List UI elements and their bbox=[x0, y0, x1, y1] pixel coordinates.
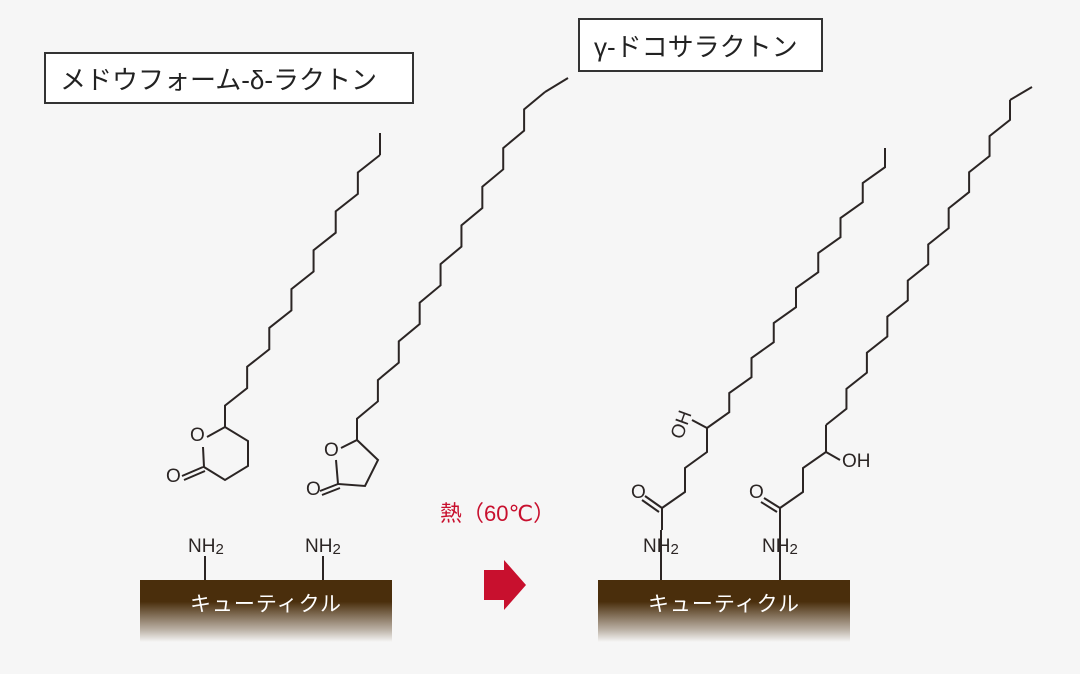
amide-carbonyl bbox=[760, 501, 778, 513]
carbonyl-oxygen-label: O bbox=[166, 466, 181, 487]
carbonyl-oxygen-label: O bbox=[306, 479, 321, 500]
amine-label: NH2 bbox=[305, 536, 341, 558]
amide-lower-chain bbox=[779, 425, 827, 509]
ring-oxygen-label: O bbox=[324, 440, 339, 461]
amide-carbonyl bbox=[641, 499, 660, 513]
delta-lactone-ring bbox=[202, 425, 249, 482]
gamma-lactone-ring bbox=[335, 438, 380, 488]
amine-label: NH2 bbox=[762, 536, 798, 558]
amine-label: NH2 bbox=[643, 536, 679, 558]
amide-lower-chain bbox=[661, 428, 708, 509]
carbonyl-bond bbox=[183, 470, 206, 481]
cuticle-layer-after: キューティクル bbox=[598, 580, 850, 642]
amine-label: NH2 bbox=[188, 536, 224, 558]
hydroxyl-label: OH bbox=[842, 451, 871, 472]
chain-end bbox=[544, 77, 569, 93]
amide-carbonyl bbox=[763, 497, 781, 509]
hydroxy-amide-chain-1 bbox=[706, 148, 886, 429]
amide-oxygen-label: O bbox=[749, 482, 764, 503]
cuticle-layer-before: キューティクル bbox=[140, 580, 392, 642]
meadowfoam-alkyl-chain bbox=[224, 154, 381, 427]
carbonyl-bond bbox=[321, 487, 341, 496]
ring-oxygen-label: O bbox=[190, 425, 205, 446]
docosalactone-label: γ-ドコサラクトン bbox=[578, 18, 823, 72]
meadowfoam-lactone-label: メドウフォーム-δ-ラクトン bbox=[44, 52, 414, 104]
carbonyl-bond bbox=[181, 466, 204, 477]
heat-condition-label: 熱（60℃） bbox=[440, 501, 556, 526]
carbonyl-bond bbox=[319, 483, 339, 492]
chain-end bbox=[1009, 86, 1033, 101]
amide-oxygen-label: O bbox=[631, 482, 646, 503]
hydroxyl-bond bbox=[825, 451, 841, 461]
amide-carbonyl bbox=[644, 495, 663, 509]
hydroxyl-bond bbox=[691, 419, 708, 429]
hydroxy-amide-chain-2 bbox=[825, 100, 1011, 426]
docosalactone-alkyl-chain bbox=[356, 91, 546, 440]
